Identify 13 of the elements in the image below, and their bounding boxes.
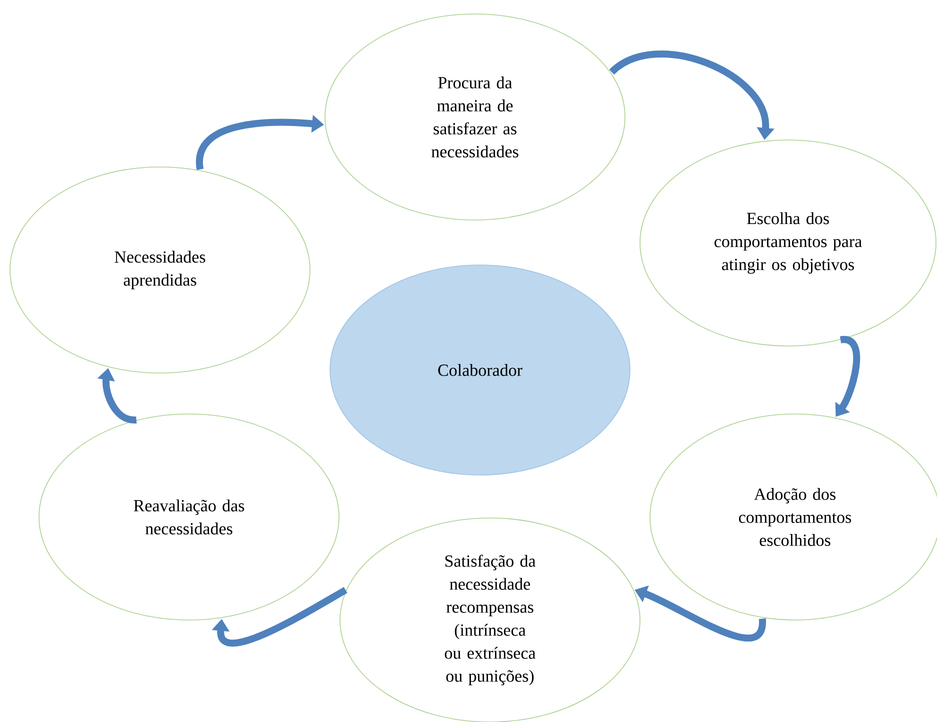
step-text: Satisfação da necessidade recompensas (intrínseca ou extrínseca ou punições) xyxy=(444,554,536,686)
curved-arrow xyxy=(212,586,348,646)
step-ellipse xyxy=(10,166,310,374)
step-text: Adoção dos comportamentos escolhidos xyxy=(739,488,852,546)
step-text: Necessidades aprendidas xyxy=(114,250,206,290)
step-text: Procura da maneira de satisfazer as necessidades xyxy=(432,76,518,158)
step-ellipse xyxy=(38,414,340,620)
step-text: Escolha dos comportamentos para atingir os objetivos xyxy=(714,212,862,274)
step-text: Colaborador xyxy=(438,364,522,376)
step-ellipse xyxy=(640,140,936,346)
step-text: Reavaliação das necessidades xyxy=(134,500,244,534)
step-ellipse xyxy=(324,14,626,220)
center-ellipse xyxy=(330,264,630,476)
